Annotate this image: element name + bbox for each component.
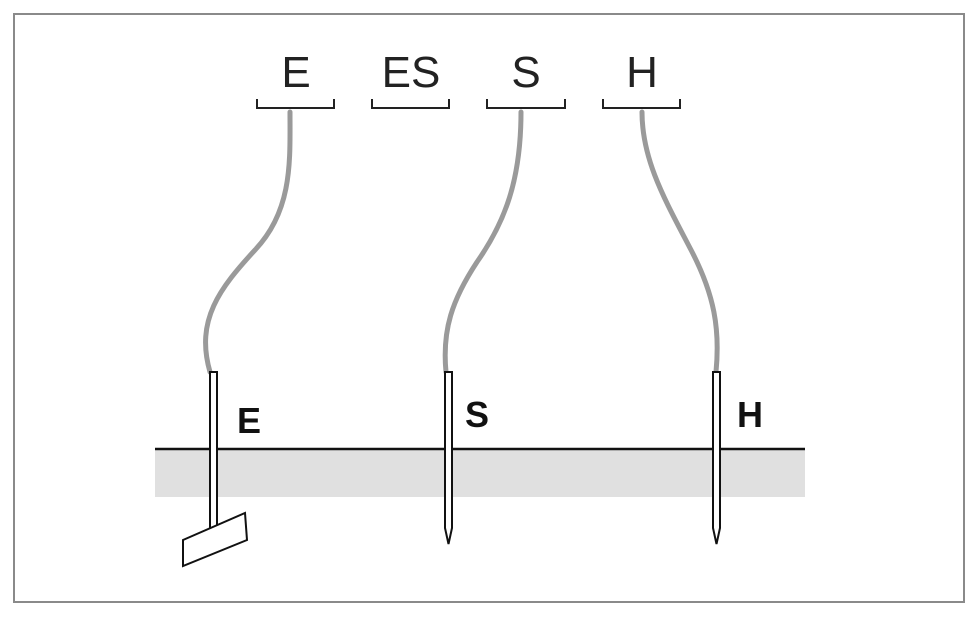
diagram-frame	[13, 13, 965, 603]
terminal-bracket-s	[486, 99, 566, 109]
electrode-rod-e	[209, 371, 218, 529]
earth-plate	[182, 511, 249, 568]
terminal-label-es: ES	[382, 48, 441, 97]
electrode-spike-s	[444, 371, 453, 545]
electrode-spike-h	[712, 371, 721, 545]
terminal-label-h: H	[626, 48, 658, 97]
terminal-bracket-e	[256, 99, 335, 109]
probe-label-s: S	[465, 394, 489, 435]
probe-label-h: H	[737, 394, 763, 435]
terminal-label-e: E	[281, 48, 310, 97]
terminal-label-s: S	[511, 48, 540, 97]
terminal-bracket-es	[371, 99, 450, 109]
lead-wire-e	[203, 109, 293, 375]
terminal-bracket-h	[602, 99, 681, 109]
probe-label-e: E	[237, 400, 261, 441]
ground-band	[155, 449, 805, 497]
lead-wire-s	[442, 109, 524, 375]
lead-wire-h	[639, 109, 720, 375]
